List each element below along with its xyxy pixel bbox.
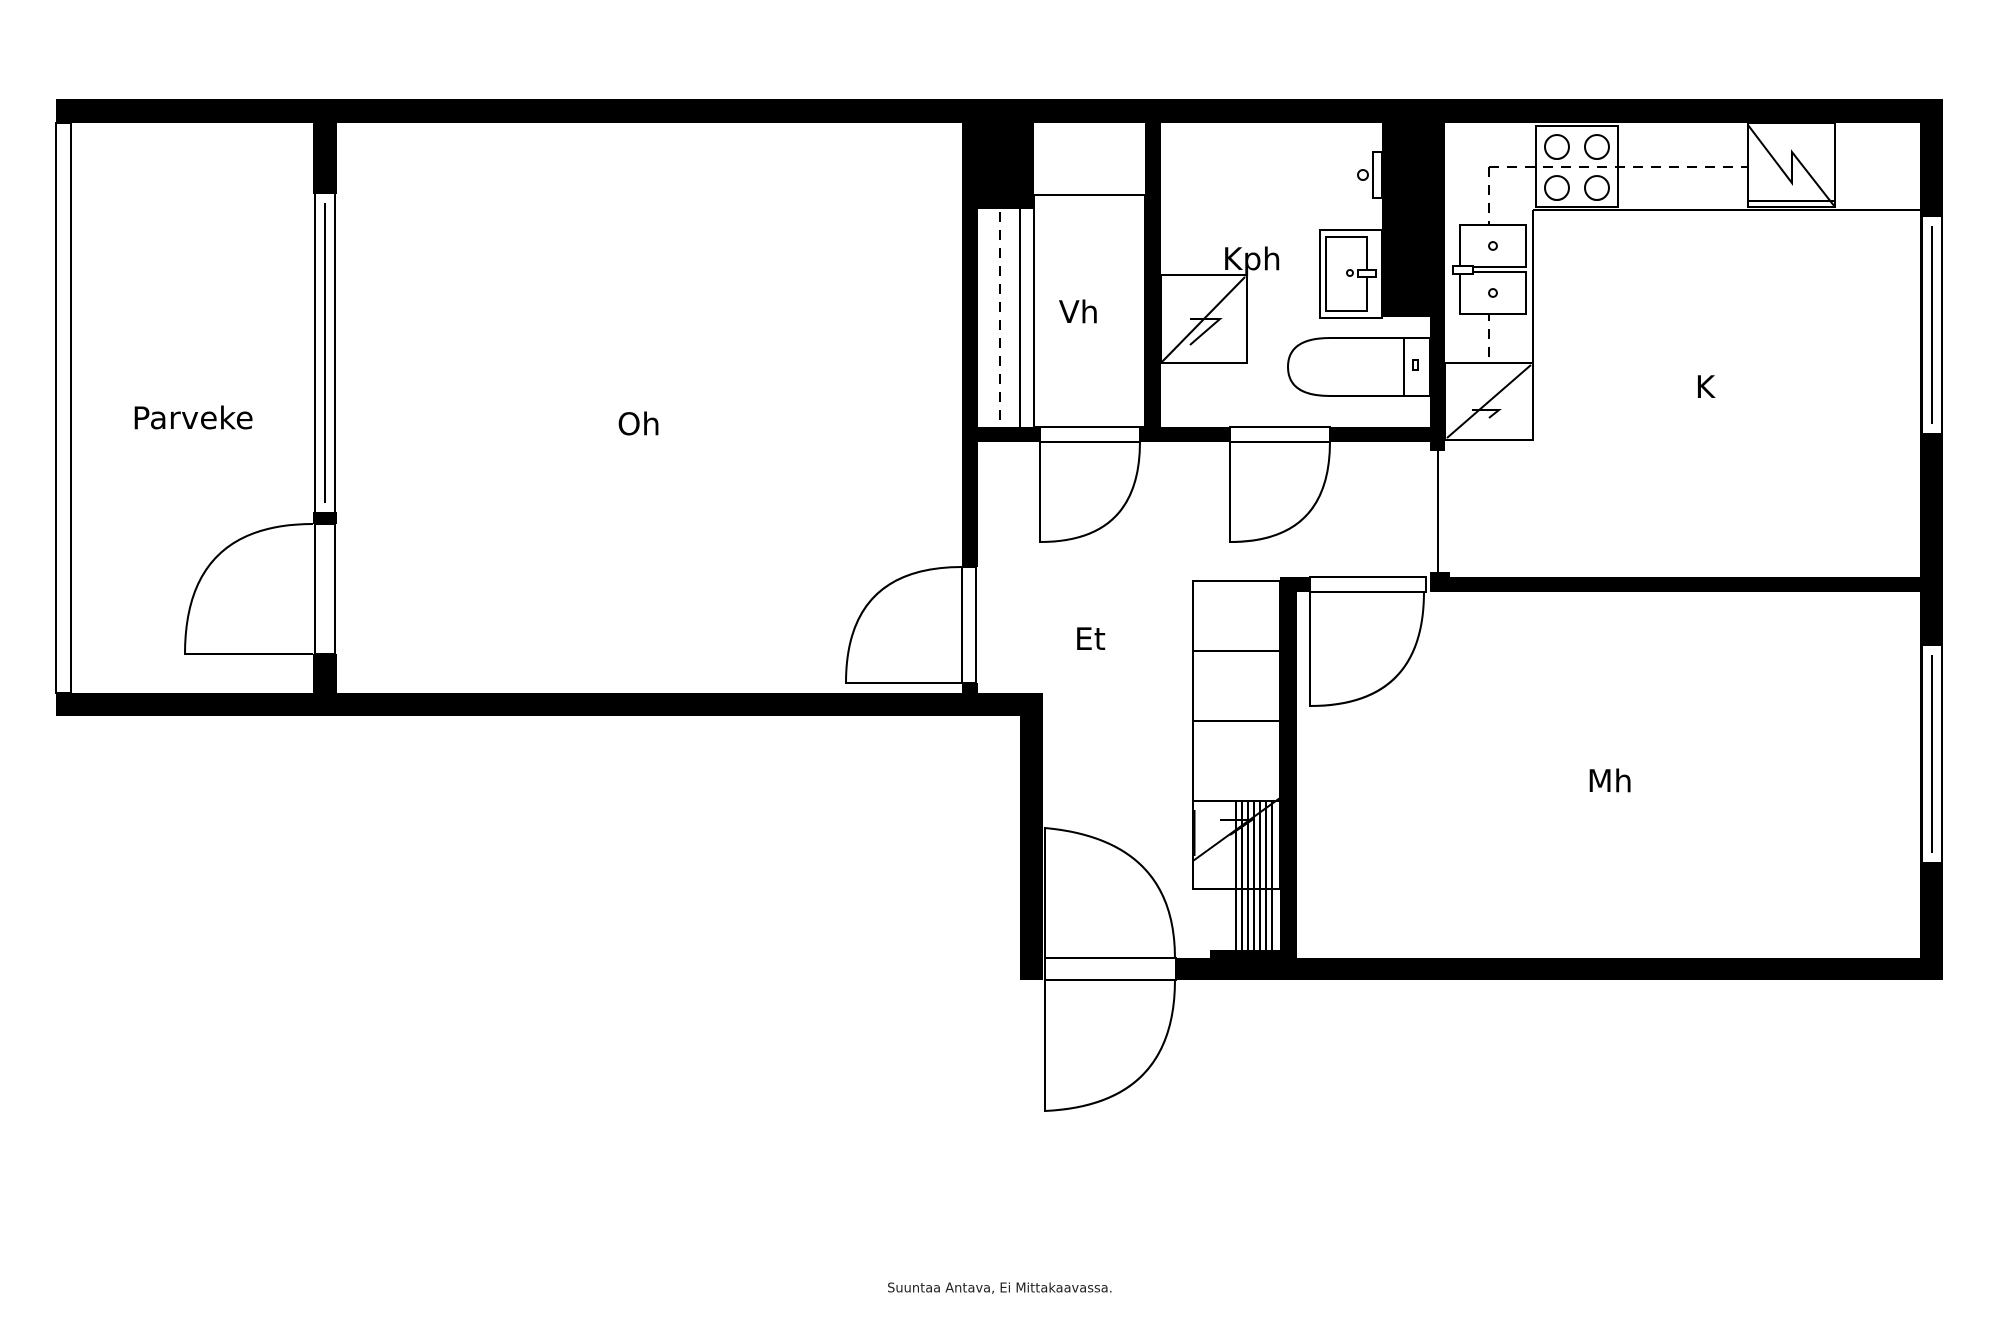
room-label-k: K	[1694, 370, 1716, 406]
doors	[183, 426, 1439, 1113]
kitchen-fixtures	[1444, 122, 1920, 441]
bathroom-fixtures	[1160, 151, 1431, 397]
closet-fixtures	[999, 194, 1146, 428]
room-label-parveke: Parveke	[131, 401, 255, 437]
room-label-oh: Oh	[616, 407, 662, 443]
scale-disclaimer: Suuntaa Antava, Ei Mittakaavassa.	[887, 1281, 1113, 1297]
room-label-vh: Vh	[1058, 295, 1100, 331]
hall-fixtures	[1192, 580, 1281, 950]
room-label-kph: Kph	[1222, 242, 1282, 278]
windows	[55, 122, 1943, 864]
room-label-mh: Mh	[1586, 764, 1634, 800]
room-label-et: Et	[1074, 622, 1106, 658]
